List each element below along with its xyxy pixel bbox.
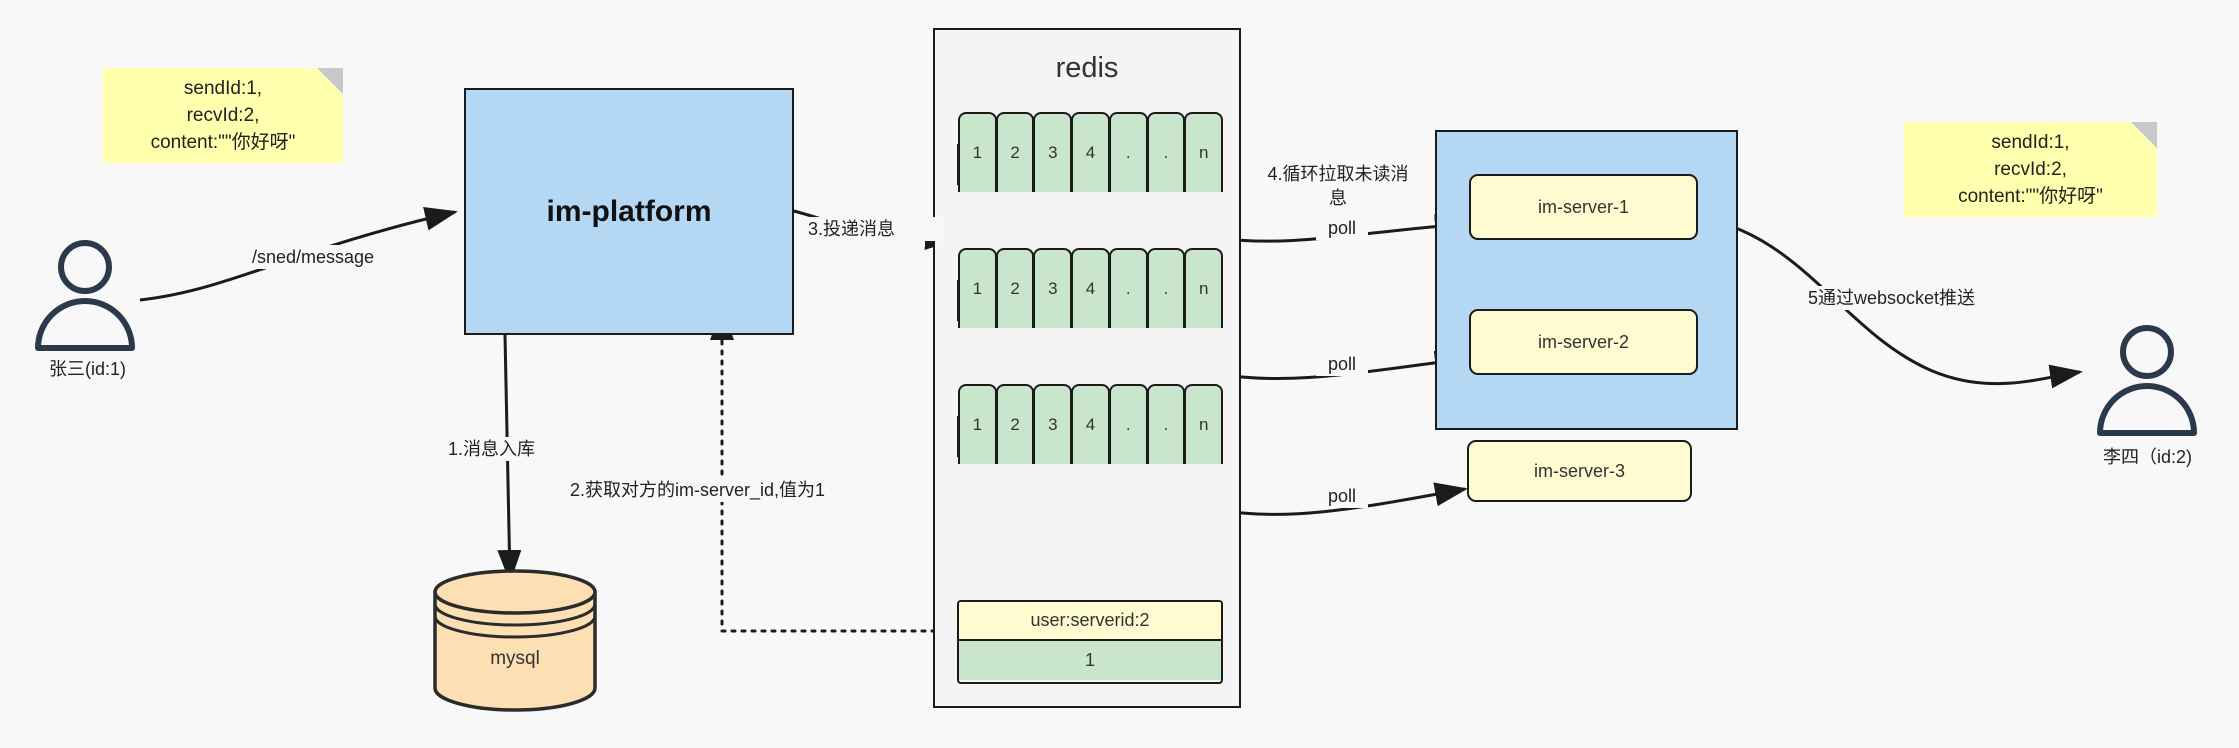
mysql-label: mysql: [490, 648, 540, 669]
im-server-cluster[interactable]: im-server-1 im-server-2: [1435, 130, 1738, 430]
queue-cell: n: [1184, 112, 1224, 192]
redis-queue-1-cells: 1 2 3 4 . . n: [958, 248, 1224, 328]
queue-cell: 3: [1033, 112, 1073, 192]
im-server-3-label-holder: im-server-3: [1467, 440, 1692, 502]
queue-cell: 4: [1071, 112, 1110, 192]
receiver-actor: [2090, 325, 2205, 437]
queue-cell: 2: [995, 112, 1035, 192]
person-icon: [2097, 325, 2197, 436]
receiver-caption: 李四（id:2): [2102, 447, 2192, 467]
edge-label-poll-2: poll: [1316, 352, 1368, 376]
queue-cell: 4: [1071, 384, 1110, 464]
queue-cell: .: [1108, 384, 1148, 464]
redis-panel[interactable]: redis im:unread:1 1 2 3 4 . . n im:unrea…: [933, 28, 1241, 708]
edge-label-step1: 1.消息入库: [448, 437, 588, 461]
im-platform-box[interactable]: im-platform: [464, 88, 794, 335]
redis-queue-1[interactable]: im:unread:2 1 2 3 4 . . n: [957, 248, 1224, 328]
queue-cell: n: [1184, 248, 1224, 328]
queue-cell: .: [1146, 384, 1186, 464]
queue-cell: n: [1184, 384, 1224, 464]
im-server-3-label: im-server-3: [1533, 460, 1625, 481]
edge-label-poll-3: poll: [1316, 484, 1368, 508]
queue-cell: 3: [1033, 248, 1073, 328]
queue-cell: 1: [958, 248, 997, 328]
queue-cell: .: [1146, 248, 1186, 328]
im-server-1-label: im-server-1: [1537, 196, 1629, 217]
edge-label-step2: 2.获取对方的im-server_id,值为1: [570, 478, 890, 502]
note-left: sendId:1, recvId:2, content:""你好呀": [103, 68, 343, 163]
note-right: sendId:1, recvId:2, content:""你好呀": [1904, 122, 2157, 217]
queue-cell: 4: [1071, 248, 1110, 328]
note-left-text: sendId:1, recvId:2, content:""你好呀": [150, 78, 296, 153]
queue-cell: 2: [995, 248, 1035, 328]
edge-label-poll-1: poll: [1316, 216, 1368, 240]
im-platform-label: im-platform: [546, 194, 712, 228]
sender-caption: 张三(id:1): [48, 359, 126, 379]
redis-kv-user-serverid[interactable]: user:serverid:2 1: [957, 600, 1223, 684]
queue-cell: 3: [1033, 384, 1073, 464]
edge-queue3-to-server3: [1217, 482, 1468, 516]
queue-cell: 1: [958, 112, 997, 192]
note-right-text: sendId:1, recvId:2, content:""你好呀": [1958, 132, 2103, 207]
person-icon: [35, 240, 135, 351]
im-server-2-label: im-server-2: [1537, 331, 1629, 352]
queue-cell: 2: [995, 384, 1035, 464]
redis-kv-key: user:serverid:2: [959, 602, 1221, 639]
note-fold-icon: [2131, 122, 2157, 148]
redis-title: redis: [1055, 52, 1119, 84]
edge-label-step3: 3.投递消息: [808, 217, 943, 241]
edge-redis-to-platform-dotted: [710, 307, 957, 633]
queue-cell: .: [1108, 112, 1148, 192]
sender-actor: [28, 240, 143, 351]
note-fold-icon: [317, 68, 343, 94]
redis-queue-2-cells: 1 2 3 4 . . n: [958, 384, 1224, 464]
redis-queue-0-cells: 1 2 3 4 . . n: [958, 112, 1224, 192]
edge-server1-to-receiver: [1689, 214, 2083, 389]
im-server-2-box[interactable]: im-server-2: [1469, 309, 1698, 375]
redis-queue-2[interactable]: im:unread:3 1 2 3 4 . . n: [957, 384, 1224, 464]
edge-label-send-message: /sned/message: [228, 245, 398, 269]
im-server-3-box[interactable]: [1467, 440, 1692, 502]
queue-cell: .: [1108, 248, 1148, 328]
mysql-database[interactable]: mysql: [430, 569, 600, 712]
queue-cell: .: [1146, 112, 1186, 192]
database-cylinder-icon: [433, 569, 597, 712]
edge-label-step5: 5通过websocket推送: [1784, 286, 1999, 310]
edge-label-step4: 4.循环拉取未读消 息: [1258, 162, 1418, 210]
queue-cell: 1: [958, 384, 997, 464]
redis-queue-0[interactable]: im:unread:1 1 2 3 4 . . n: [957, 112, 1224, 192]
im-server-1-box[interactable]: im-server-1: [1469, 174, 1698, 240]
redis-kv-value: 1: [959, 639, 1221, 680]
